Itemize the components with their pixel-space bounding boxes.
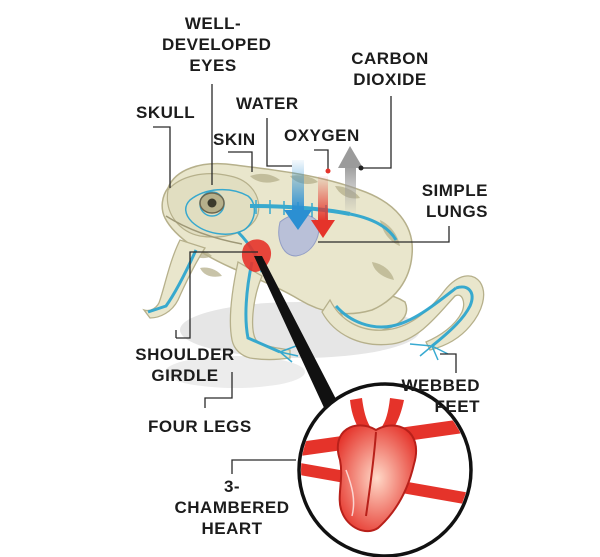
label-heart-line-2: CHAMBERED	[172, 497, 292, 518]
label-eyes: WELL- DEVELOPED EYES	[170, 13, 256, 76]
label-skin: SKIN	[213, 129, 256, 150]
label-webbed-feet: WEBBED FEET	[400, 375, 480, 417]
label-heart-line-1: 3-	[172, 476, 292, 497]
label-eyes-line-1: WELL-	[170, 13, 256, 34]
frog-eye	[200, 193, 224, 213]
label-carbon-dioxide-line-2: DIOXIDE	[340, 69, 440, 90]
label-heart: 3- CHAMBERED HEART	[172, 476, 292, 539]
label-carbon-dioxide-line-1: CARBON	[340, 48, 440, 69]
label-shoulder-girdle-line-2: GIRDLE	[130, 365, 240, 386]
label-shoulder-girdle-line-1: SHOULDER	[130, 344, 240, 365]
label-skull: SKULL	[136, 102, 195, 123]
label-eyes-line-2: DEVELOPED	[162, 34, 256, 55]
label-shoulder-girdle: SHOULDER GIRDLE	[130, 344, 240, 386]
label-simple-lungs: SIMPLE LUNGS	[400, 180, 488, 222]
label-oxygen: OXYGEN	[284, 125, 360, 146]
label-four-legs: FOUR LEGS	[148, 416, 252, 437]
label-webbed-feet-line-1: WEBBED	[400, 375, 480, 396]
label-simple-lungs-line-2: LUNGS	[400, 201, 488, 222]
label-water: WATER	[236, 93, 299, 114]
label-webbed-feet-line-2: FEET	[400, 396, 480, 417]
label-heart-line-3: HEART	[172, 518, 292, 539]
label-simple-lungs-line-1: SIMPLE	[400, 180, 488, 201]
label-carbon-dioxide: CARBON DIOXIDE	[340, 48, 440, 90]
label-eyes-line-3: EYES	[170, 55, 256, 76]
